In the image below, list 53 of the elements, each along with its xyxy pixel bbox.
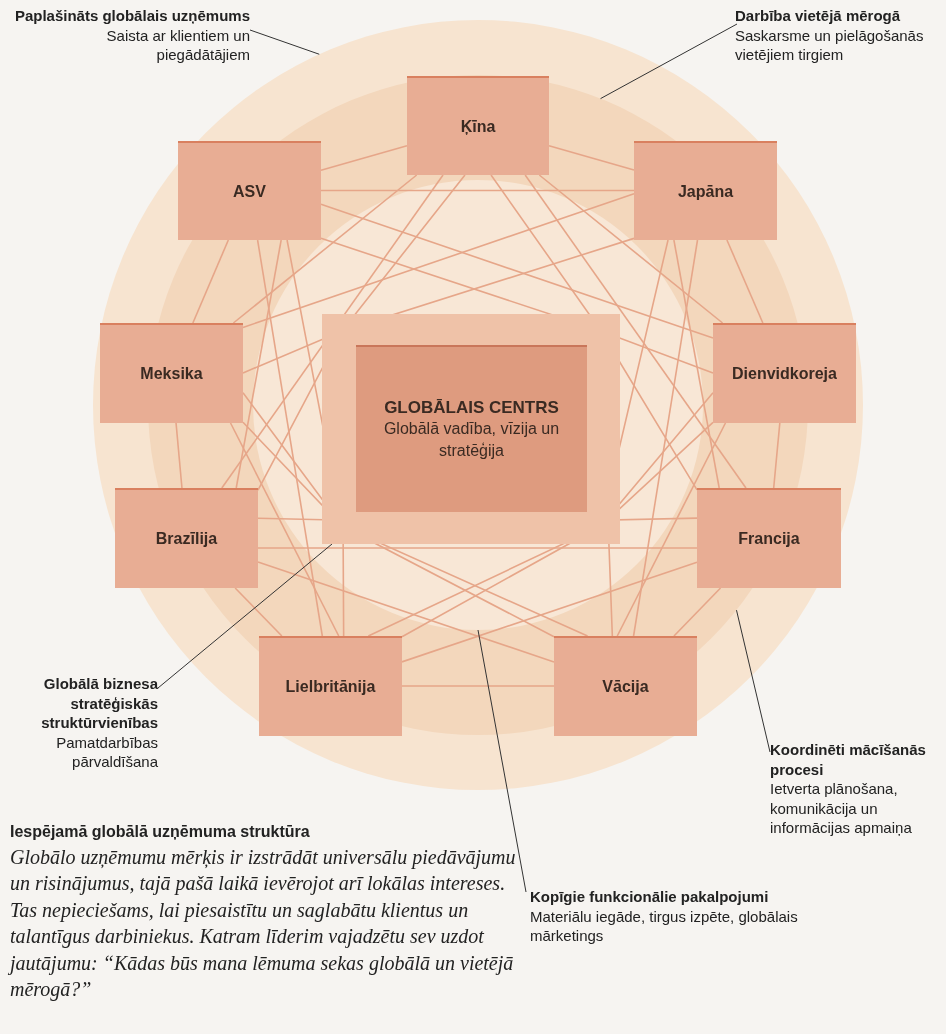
connector-line	[320, 144, 408, 171]
connector-line	[401, 561, 698, 663]
leader-line	[600, 23, 738, 100]
annotation-heading: Darbība vietējā mērogā	[735, 6, 902, 26]
connector-line	[673, 587, 722, 637]
connector-line	[221, 174, 444, 489]
connector-line	[286, 239, 589, 637]
connector-line	[726, 239, 764, 324]
connector-line	[175, 422, 183, 489]
connector-line	[341, 174, 466, 637]
leader-line	[477, 629, 527, 893]
annotation-text: Saskarsme un pielāgošanās vietējiem tirgiem	[735, 25, 925, 65]
connector-line	[320, 237, 698, 491]
leader-line	[157, 543, 333, 689]
connector-line	[320, 203, 714, 339]
annotation-heading: Globālā biznesa stratēģiskās struktūrvienības	[40, 674, 158, 733]
connector-line	[257, 561, 555, 663]
annotation-heading: Kopīgie funkcionālie pakalpojumi	[530, 887, 770, 907]
connector-line	[772, 422, 781, 489]
annotation-text: Ietverta plānošana, komunikācija un informācijas apmaiņa	[770, 779, 913, 838]
center-frame	[322, 314, 620, 544]
annotation-heading: Koordinēti mācīšanās procesi	[770, 740, 927, 779]
connector-line	[538, 174, 724, 324]
annotation-text: Pamatdarbības pārvaldīšana	[55, 732, 158, 772]
connector-line	[320, 189, 635, 192]
leader-line	[736, 609, 771, 753]
connector-line	[401, 421, 714, 638]
annotation-text: Materiālu iegāde, tirgus izpēte, globālais mārketings	[530, 906, 799, 946]
connector-line	[524, 174, 747, 489]
connector-line	[242, 193, 635, 329]
center-title: GLOBĀLAIS CENTRS	[384, 396, 559, 419]
connector-line	[257, 237, 635, 491]
annotation-heading: Paplašināts globālais uzņēmums	[13, 6, 250, 26]
annotation-text: Saista ar klientiem un piegādātājiem	[105, 25, 250, 65]
caption-heading: Iespējamā globālā uzņēmuma struktūra	[10, 822, 311, 842]
connector-line	[401, 685, 555, 687]
connector-line	[242, 421, 555, 638]
connector-line	[673, 239, 720, 489]
connector-line	[616, 422, 727, 637]
leader-line	[249, 29, 320, 55]
connector-line	[235, 239, 282, 489]
center-box	[356, 345, 587, 512]
connector-line	[192, 239, 230, 324]
connector-line	[256, 239, 324, 637]
connector-line	[229, 422, 340, 637]
connector-line	[232, 174, 418, 324]
center-description: Globālā vadība, vīzija un stratēģija	[382, 419, 561, 462]
connector-line	[257, 547, 698, 549]
connector-line	[632, 239, 699, 637]
caption-text: Globālo uzņēmumu mērķis ir izstrādāt universālu piedāvājumu un risinājumus, tajā pašā laikā ievērojot arī lokālas intereses. Tas nepieciešams, lai piesaistītu un saglabātu klientus un talantīgus darbiniekus. Katram līderim vajadzētu sev uzdot jautājumu: “Kādas būs mana lēmuma sekas globālā un vietējā mērogā?”	[10, 845, 517, 1003]
connector-line	[367, 239, 669, 637]
connector-line	[234, 587, 283, 637]
connector-line	[548, 145, 635, 171]
